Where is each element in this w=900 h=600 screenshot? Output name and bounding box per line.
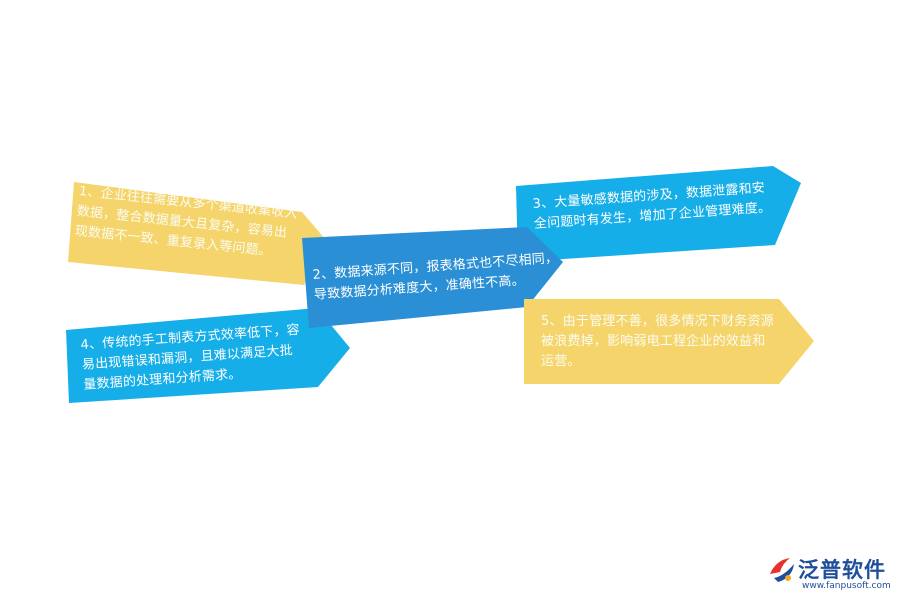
node-1-arrow — [68, 182, 326, 285]
logo-url: www.fanpusoft.com — [802, 581, 891, 591]
fanpu-logo-icon — [770, 558, 794, 582]
node-3-arrow — [516, 166, 801, 262]
node-4-arrow — [66, 308, 350, 403]
node-5-arrow — [524, 299, 814, 384]
node-2-arrow — [302, 227, 563, 328]
node-5-text: 5、由于管理不善，很多情况下财务资源被浪费掉，影响弱电工程企业的效益和运营。 — [541, 314, 774, 369]
logo-name: 泛普软件 — [798, 558, 886, 582]
brand-logo: 泛普软件 www.fanpusoft.com — [766, 552, 896, 596]
